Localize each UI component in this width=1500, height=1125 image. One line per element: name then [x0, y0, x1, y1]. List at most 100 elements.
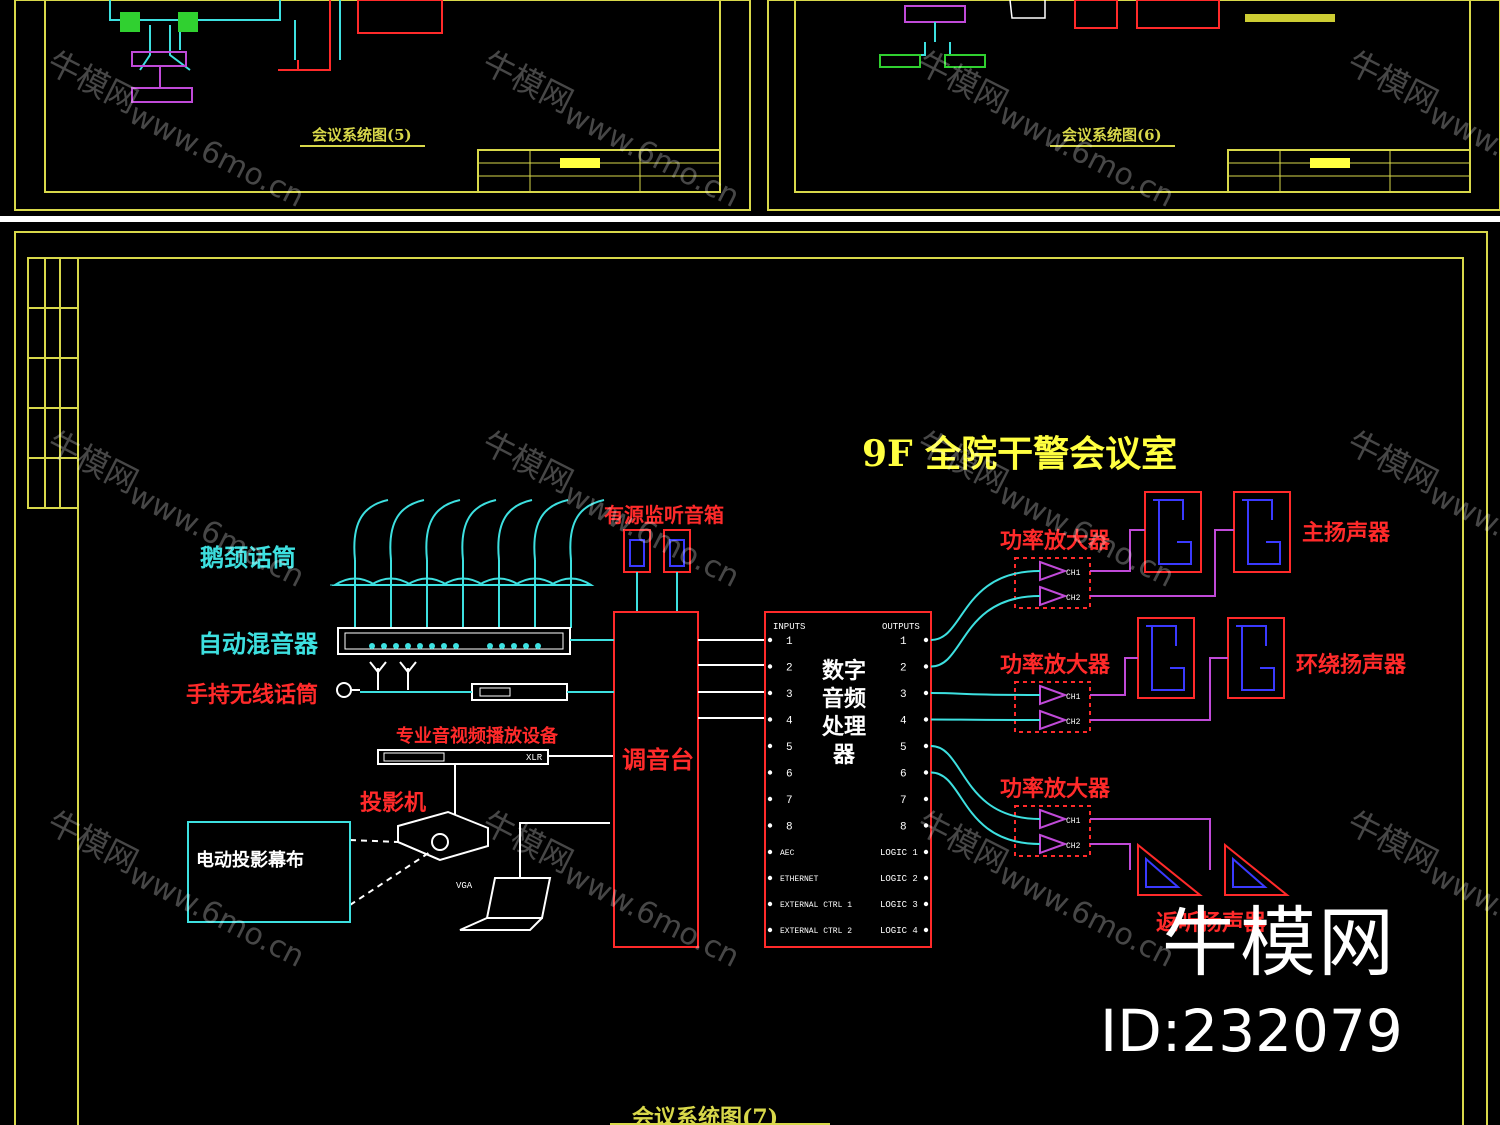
speakers: [1120, 491, 1291, 896]
brand-logo-text: 牛模网: [1162, 898, 1396, 987]
dsp-input-label: 4: [786, 716, 793, 728]
label-xlr: XLR: [526, 753, 543, 763]
rear-speaker-driver: [1232, 856, 1268, 888]
dsp-logic-label: LOGIC 3: [880, 900, 918, 910]
rear-speaker: [1137, 842, 1203, 896]
dsp-input-pin: [767, 690, 773, 696]
amp-channel-label: CH2: [1066, 594, 1081, 603]
gooseneck-mic: [425, 499, 461, 561]
watermark-brand: 牛模网: [1341, 423, 1444, 500]
watermark-brand: 牛模网: [1341, 43, 1444, 120]
watermark-url: www.6mo.cn: [123, 97, 310, 215]
speaker-cabinet: [1144, 491, 1202, 573]
amp-triangle: [1039, 709, 1068, 731]
dsp-input-label: 5: [786, 742, 793, 754]
gooseneck-mic: [389, 499, 425, 561]
dsp-input-label: 8: [786, 822, 793, 834]
watermark-url: www.6mo.cn: [993, 97, 1180, 215]
panel6-caption: 会议系统图(6): [1062, 126, 1162, 144]
gooseneck-mic: [353, 499, 389, 561]
main-caption: 会议系统图(7): [632, 1105, 778, 1125]
speaker-driver: [1146, 625, 1185, 691]
dsp-logic-pin: [923, 901, 929, 907]
av-player-device: [377, 749, 614, 815]
dsp-input-pin: [767, 796, 773, 802]
mixer-knob: [487, 643, 493, 649]
speaker-driver: [1242, 499, 1281, 565]
amp-channel-label: CH2: [1066, 718, 1081, 727]
amp-input-line: [930, 718, 1041, 721]
amp-input-line: [930, 745, 1041, 820]
dsp-output-pin: [923, 823, 929, 828]
dsp-input-pin: [767, 717, 773, 722]
top-left-panel: [14, 0, 751, 211]
watermark-brand: 牛模网: [1341, 803, 1444, 880]
watermark-url: www.6mo.cn: [558, 857, 745, 975]
label-monitor-speaker: 有源监听音箱: [604, 503, 724, 527]
mixer-knob: [417, 643, 423, 649]
dsp-extra-pin: [767, 927, 773, 933]
label-dsp-2: 音频: [822, 686, 866, 712]
projection-screen-box: [187, 821, 351, 923]
dsp-output-label: 5: [900, 742, 907, 754]
mixer-knob: [441, 643, 447, 649]
dsp-output-pin: [923, 770, 929, 775]
dsp-input-label: 1: [786, 636, 793, 648]
dsp-logic-label: LOGIC 4: [880, 926, 918, 936]
watermark-brand: 牛模网: [476, 43, 579, 120]
label-screen: 电动投影幕布: [196, 849, 304, 871]
label-mixer: 调音台: [622, 745, 694, 774]
panel5-caption: 会议系统图(5): [312, 126, 412, 144]
watermark-brand: 牛模网: [41, 43, 144, 120]
label-dsp-1: 数字: [822, 658, 866, 684]
amp-triangle: [1039, 808, 1068, 830]
label-dsp-3: 处理: [821, 714, 866, 740]
label-main-speaker: 主扬声器: [1302, 520, 1391, 546]
dsp-output-pin: [923, 743, 929, 749]
watermark-brand: 牛模网: [476, 423, 579, 500]
watermark-url: www.6mo.cn: [123, 477, 310, 595]
wireless-mic-receiver: [336, 661, 568, 701]
dsp-input-pin: [767, 664, 773, 669]
amp-channel-label: CH1: [1066, 817, 1081, 826]
watermark-url: www.6mo.cn: [1423, 97, 1500, 215]
dsp-output-pin: [923, 690, 929, 696]
amp-triangle: [1039, 585, 1068, 607]
mixer-dsp-lines: [698, 639, 765, 719]
dsp-output-pin: [923, 637, 929, 643]
label-projector: 投影机: [360, 790, 426, 816]
gooseneck-mic: [533, 499, 569, 561]
dsp-output-pin: [923, 717, 929, 722]
dsp-input-pin: [767, 823, 773, 828]
speaker-cabinet: [1233, 491, 1291, 573]
panel-divider: [0, 216, 1500, 222]
dsp-input-pin: [767, 637, 773, 643]
amp-triangle: [1039, 560, 1068, 582]
amp-input-line: [930, 570, 1041, 641]
gooseneck-mics: [330, 499, 605, 628]
dsp-logic-pin: [923, 875, 929, 881]
amp-triangle: [1039, 684, 1068, 706]
speaker-driver: [1153, 499, 1192, 565]
dsp-extra-label: AEC: [780, 849, 795, 858]
amp-box: [1014, 681, 1091, 733]
dsp-outputs-label: OUTPUTS: [882, 622, 920, 632]
mixer-knob: [369, 643, 375, 649]
dsp-logic-pin: [923, 927, 929, 933]
label-auto-mixer: 自动混音器: [198, 629, 319, 658]
mixer-knob: [523, 643, 529, 649]
mixer-knob: [511, 643, 517, 649]
gooseneck-mic: [497, 499, 533, 561]
auto-mixer-knobs: [369, 643, 541, 649]
amp-box: [1014, 557, 1091, 609]
dsp-input-label: 3: [786, 689, 793, 701]
watermark-brand: 牛模网: [41, 423, 144, 500]
